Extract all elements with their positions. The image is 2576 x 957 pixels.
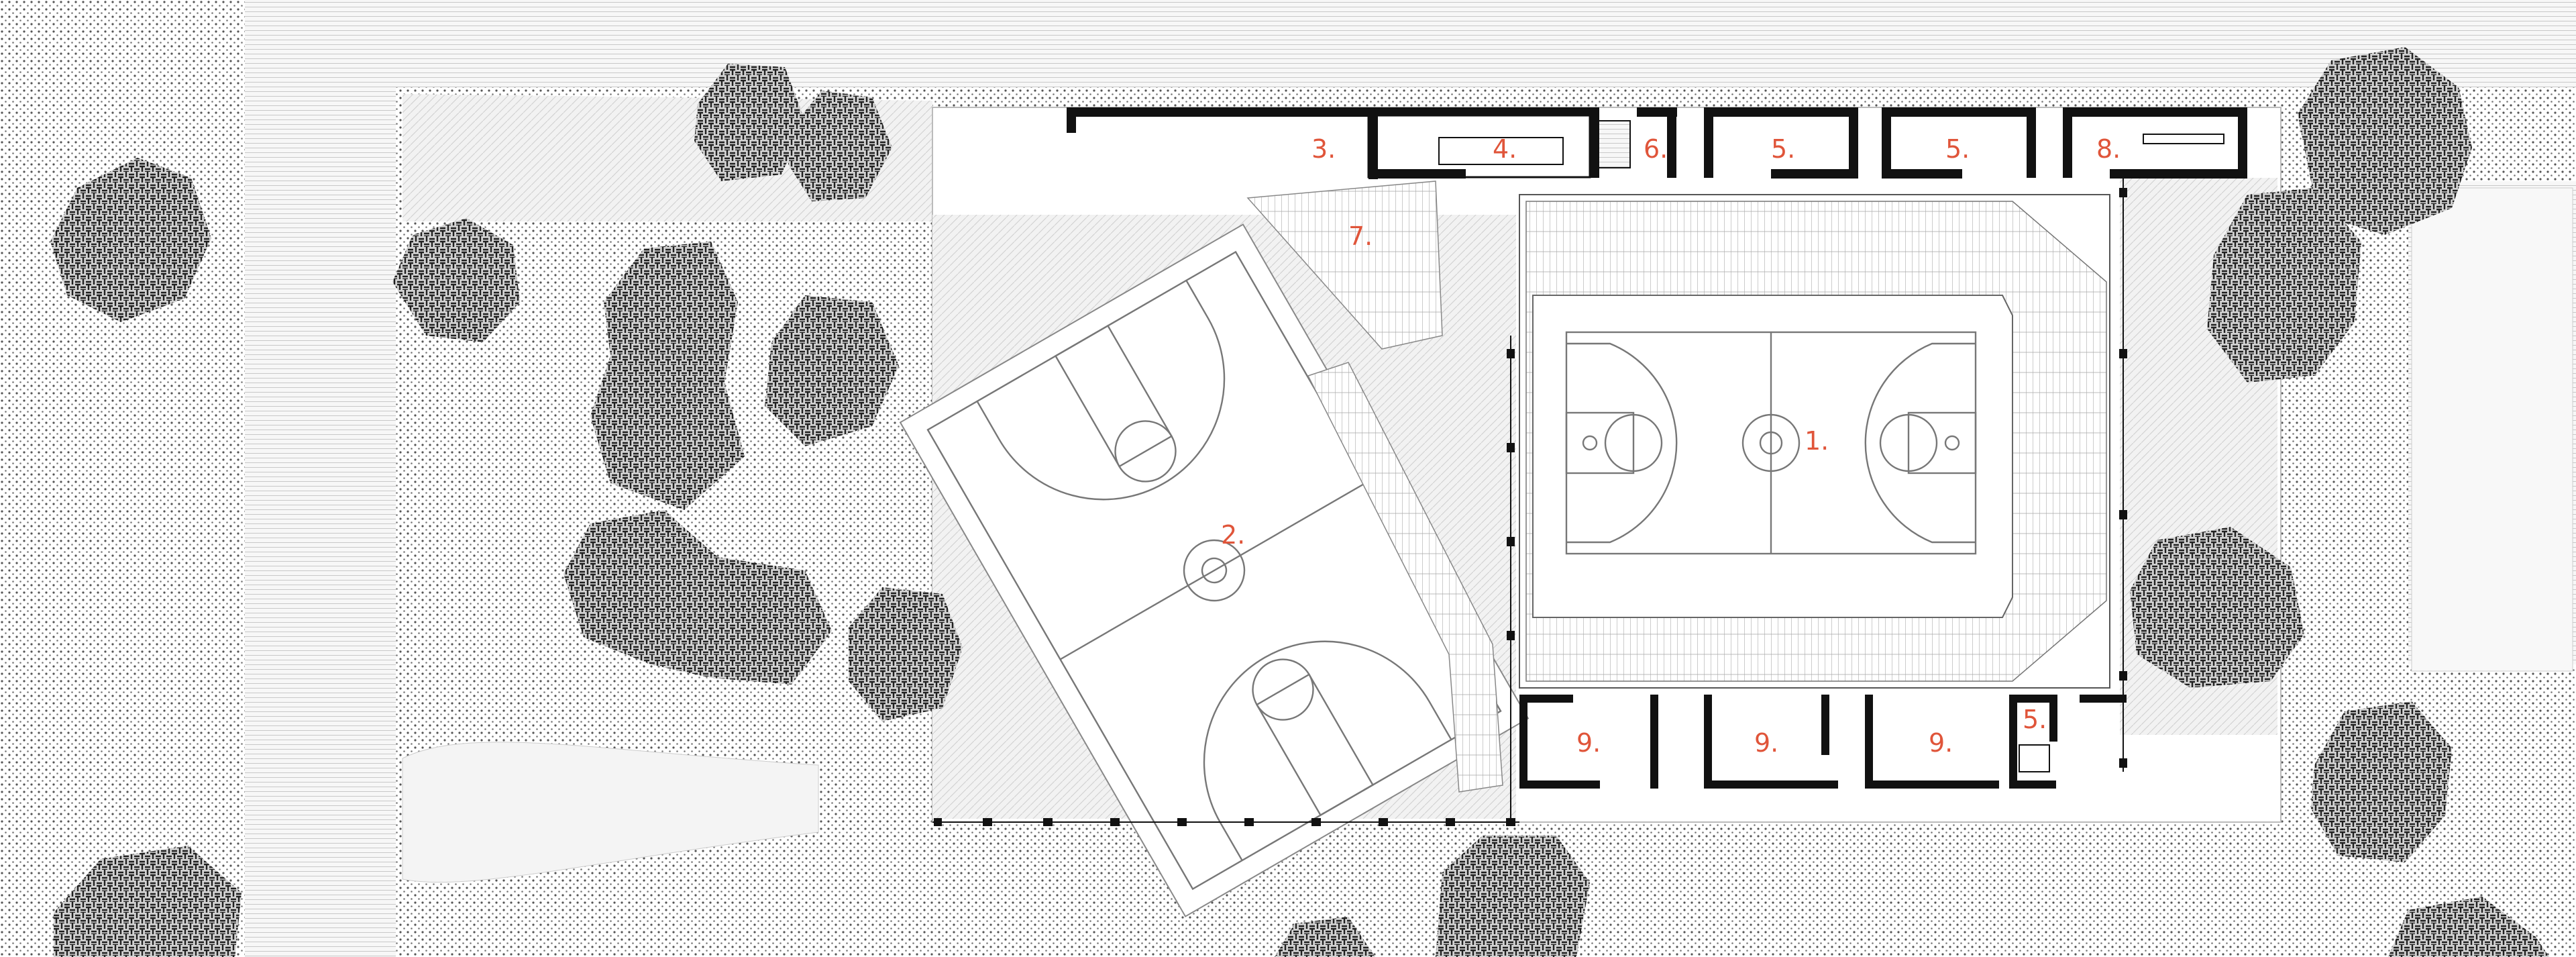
south-building: 9. 9. 9. 5. bbox=[1519, 695, 2127, 789]
diagonal-bleachers bbox=[1307, 362, 1503, 793]
label-room-8: 8. bbox=[2096, 134, 2121, 164]
label-room-5b: 5. bbox=[1945, 134, 1970, 164]
label-room-9a: 9. bbox=[1576, 728, 1601, 758]
main-arena: 1. bbox=[1519, 194, 2110, 689]
label-room-3: 3. bbox=[1311, 134, 1336, 164]
label-room-5a: 5. bbox=[1771, 134, 1795, 164]
road-west bbox=[245, 0, 396, 957]
label-room-9b: 9. bbox=[1754, 728, 1778, 758]
label-outdoor-court: 2. bbox=[1221, 520, 1245, 550]
colonnade bbox=[932, 178, 2127, 826]
column-icon bbox=[934, 818, 942, 826]
stairs-7: 7. bbox=[1246, 181, 1443, 350]
label-room-4: 4. bbox=[1493, 134, 1517, 164]
label-stairs-7: 7. bbox=[1348, 221, 1373, 251]
stair-icon bbox=[1593, 120, 1631, 168]
parking-area bbox=[402, 742, 819, 883]
label-room-9c: 9. bbox=[1929, 728, 1953, 758]
label-room-5c: 5. bbox=[2023, 705, 2047, 734]
trees bbox=[50, 47, 2549, 957]
label-room-6: 6. bbox=[1644, 134, 1668, 164]
parking-east bbox=[2411, 187, 2573, 672]
label-main-court: 1. bbox=[1805, 426, 1829, 456]
tree-icon bbox=[50, 158, 211, 322]
north-building: 3. 4. 6. 5. 5. 8. bbox=[1067, 107, 2247, 179]
